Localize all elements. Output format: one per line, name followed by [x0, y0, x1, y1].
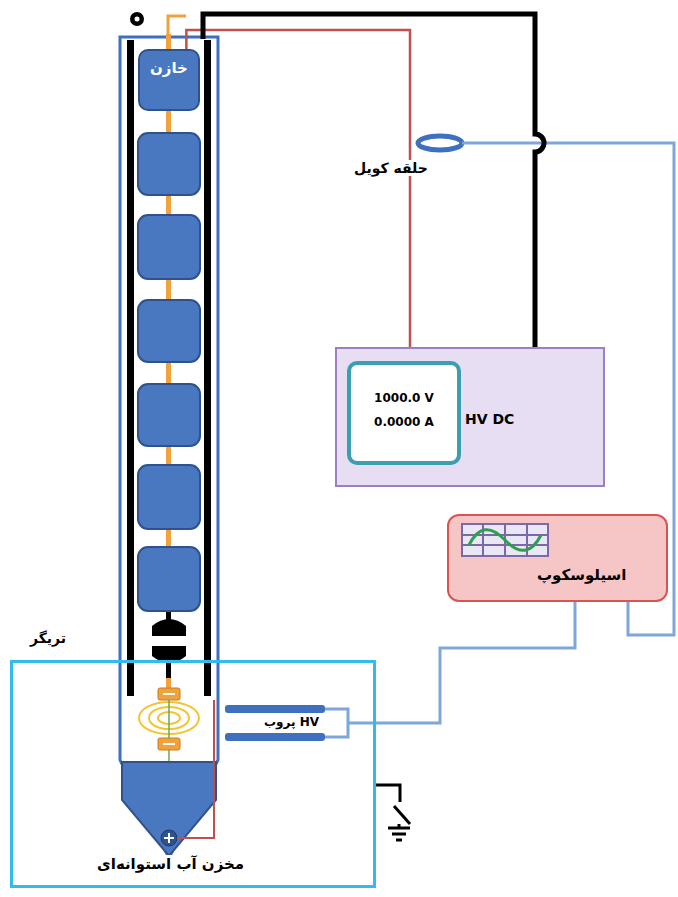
trigger-spark-gap [152, 612, 186, 678]
node-text: خازن [150, 59, 188, 77]
node-text: اسیلوسکوپ [537, 566, 627, 584]
return-wire [177, 700, 214, 838]
supply-display: 1000.0 V 0.0000 A [347, 361, 461, 465]
coil-label: حلقه کویل [352, 160, 430, 176]
water-tank: مخزن آب استوانه‌ای [10, 660, 376, 888]
terminal-dot [130, 12, 144, 26]
capacitor-box: خازن [138, 49, 200, 111]
positive-terminal [161, 830, 177, 846]
column-outline [120, 37, 218, 858]
node-text: HV DC [465, 411, 514, 427]
reflector-cone [122, 762, 216, 856]
oscilloscope-box: اسیلوسکوپ [447, 514, 668, 602]
left-rail [127, 40, 134, 696]
coil-ring [418, 136, 462, 150]
wire-connector [376, 602, 575, 723]
lead-wire [168, 16, 186, 36]
wire-connector [203, 14, 544, 347]
node-text: 0.0000 A [374, 415, 434, 429]
trigger-label: تریگر [28, 630, 68, 646]
hv-dc-supply: HV DC 1000.0 V 0.0000 A [335, 347, 605, 487]
screen-icon [461, 523, 551, 559]
capacitor-stack [138, 133, 200, 611]
node-text: 1000.0 V [374, 391, 434, 405]
hv-probe [225, 705, 375, 741]
ground-symbol [375, 785, 410, 840]
node-text: مخزن آب استوانه‌ای [93, 855, 248, 873]
wire-connector [186, 30, 410, 347]
probe-label: پروب HV [262, 715, 321, 729]
right-rail [204, 40, 211, 696]
